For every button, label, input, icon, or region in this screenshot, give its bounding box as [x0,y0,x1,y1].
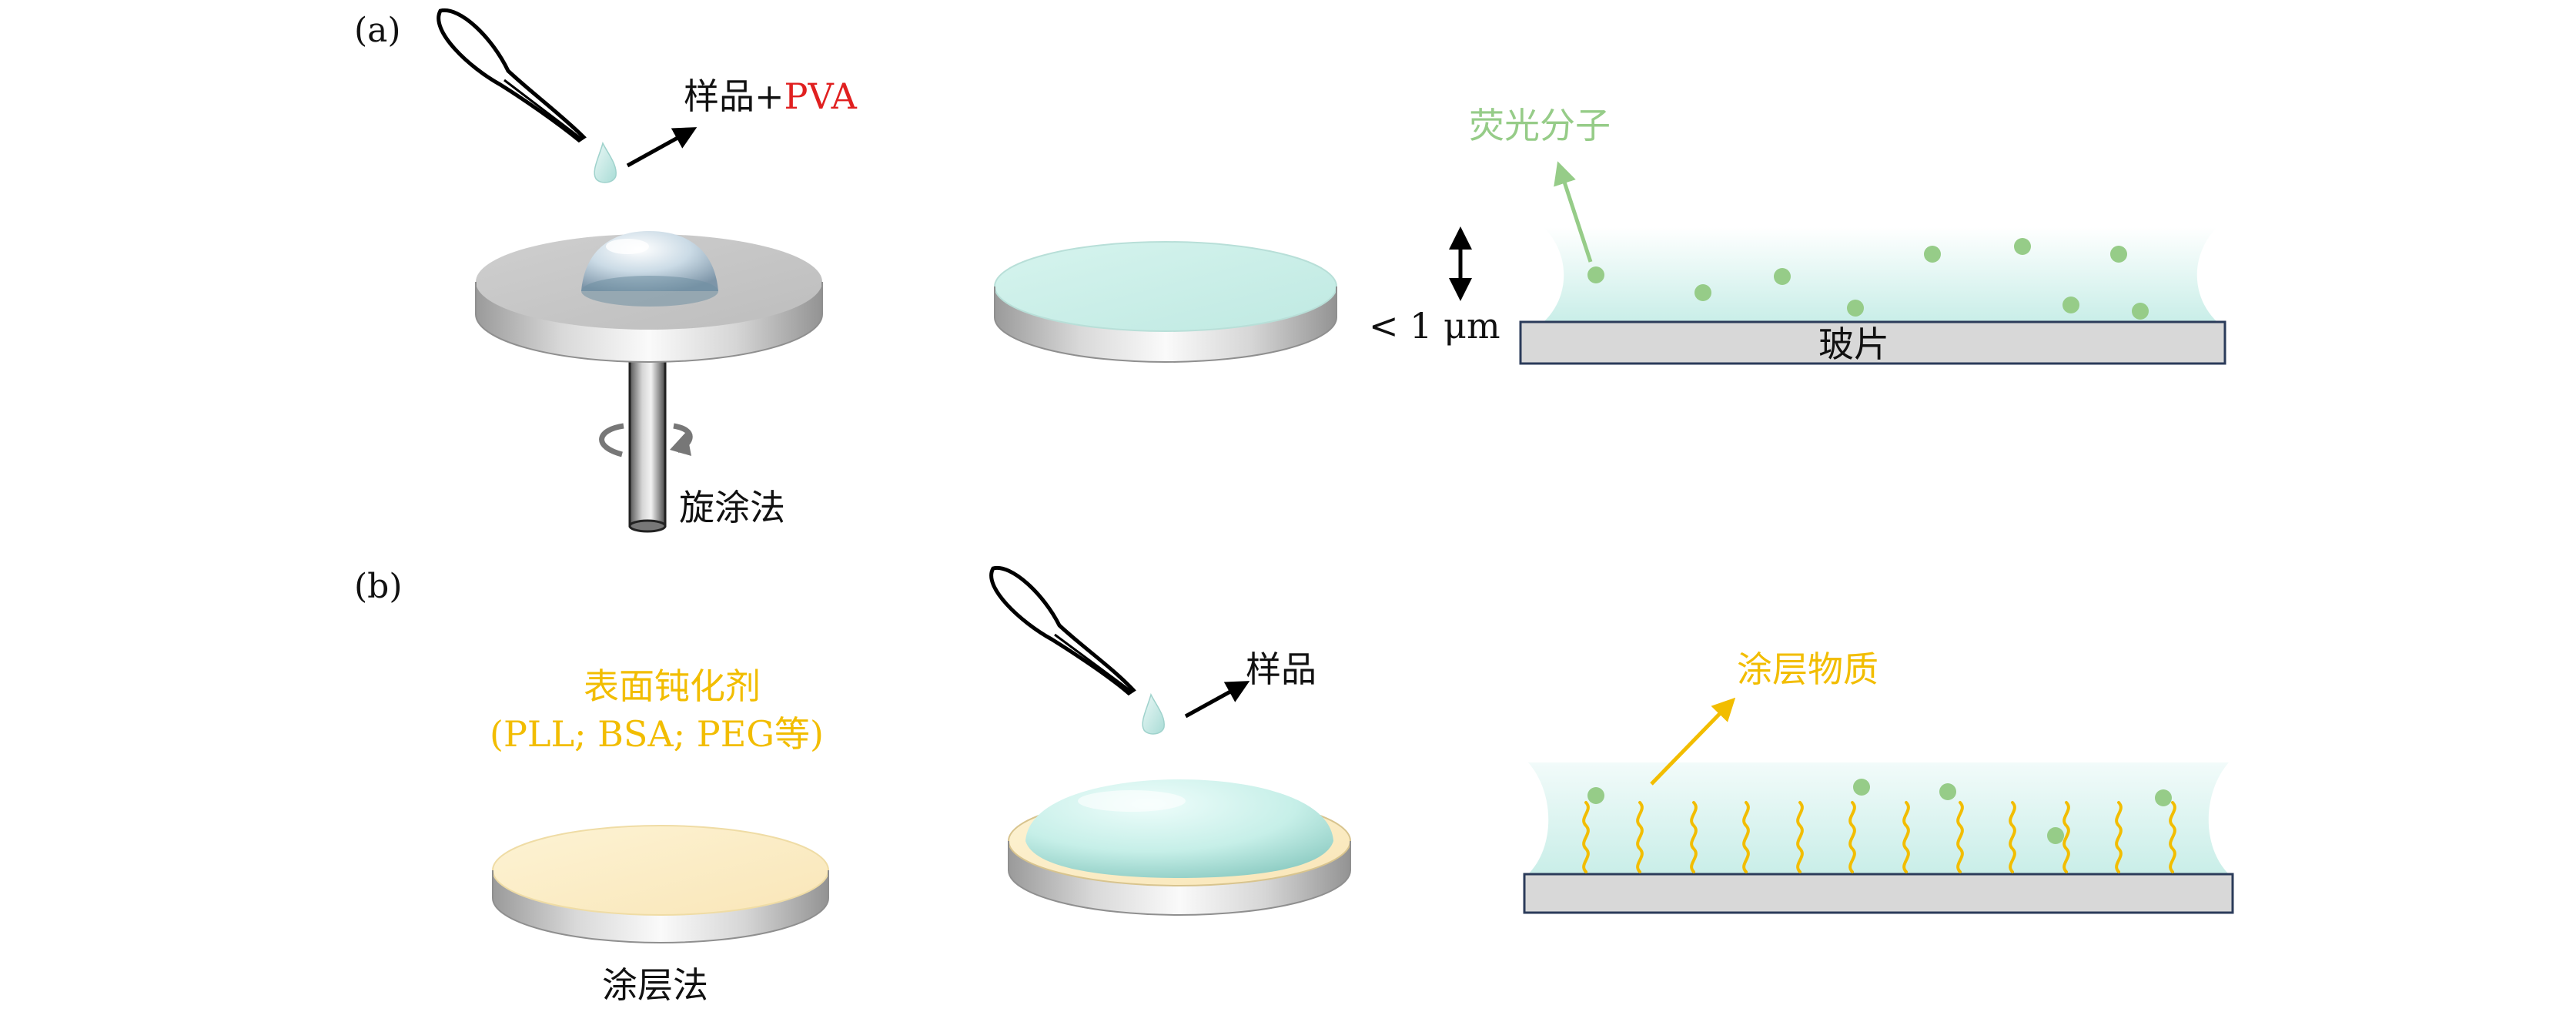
spin-coater [475,231,823,533]
panel-label-b: (b) [354,567,403,606]
molecule-dot [1587,787,1604,804]
sample-text: 样品+ [684,75,785,117]
thickness-label: < 1 μm [1369,305,1500,347]
cross-section-a [1449,161,2226,365]
molecule-dot [1694,284,1711,301]
molecule-dot [2132,303,2149,320]
molecule-dot [1939,783,1956,800]
sample-molecules-b [1587,779,2172,844]
polymer-brushes [1582,801,2176,873]
spin-coating-label: 旋涂法 [679,487,785,528]
polymer-chain [1742,801,1750,873]
spin-shaft [628,357,667,528]
glass-slide-label: 玻片 [1818,323,1889,365]
glass-slide-b [1523,873,2234,914]
cross-section-b [1523,697,2234,914]
sample-disc-b [1008,779,1351,916]
coating-material-label: 涂层物质 [1737,648,1878,690]
passivator-layer [492,825,829,916]
sample-pva-label: 样品+PVA [684,79,857,114]
polymer-chain [1582,801,1590,873]
fluor-arrow [1554,161,1593,263]
sample-dome-b [1025,779,1333,878]
glass-slide-a [1519,320,2226,365]
polymer-chain [1956,801,1964,873]
polymer-chain [1848,801,1856,873]
sample-arrow-b [1184,681,1250,719]
sample-arrow-a [626,127,698,168]
film-disc-top [994,241,1337,332]
molecule-dot [2014,238,2031,255]
molecule-dot [1774,268,1791,285]
polymer-chain [2169,801,2176,873]
coating-arrow [1650,697,1736,786]
fluorescent-molecules [1587,238,2149,320]
polymer-chain [1796,801,1804,873]
molecule-dot [1847,300,1864,317]
molecule-dot [1924,246,1941,263]
pipette-icon-a [437,8,587,143]
polymer-chain [1636,801,1644,873]
polymer-chain [2115,801,2123,873]
fluorescent-molecule-label: 荧光分子 [1469,105,1611,146]
pipette-icon-b [989,565,1136,696]
panel-label-a: (a) [354,11,401,50]
passivator-title: 表面钝化剂 [584,665,761,707]
polymer-chain [1690,801,1698,873]
droplet-icon-b [1142,692,1165,735]
sample-film-b [1528,762,2229,874]
molecule-dot [1853,779,1870,796]
sample-label-b: 样品 [1246,648,1316,690]
molecule-dot [2062,297,2079,313]
molecule-dot [2155,789,2172,806]
molecule-dot [1587,266,1604,283]
coating-method-label: 涂层法 [602,964,708,1006]
molecule-dot [2047,827,2064,844]
molecule-dot [2110,246,2127,263]
passivated-disc [492,825,829,943]
polymer-chain [2062,801,2070,873]
polymer-chain [2009,801,2016,873]
polymer-chain [1902,801,1910,873]
pva-text: PVA [784,75,857,117]
pva-film-a [1544,227,2217,322]
droplet-icon-a [594,141,617,183]
passivator-list: (PLL; BSA; PEG等) [490,713,824,755]
film-disc-a [994,241,1337,363]
